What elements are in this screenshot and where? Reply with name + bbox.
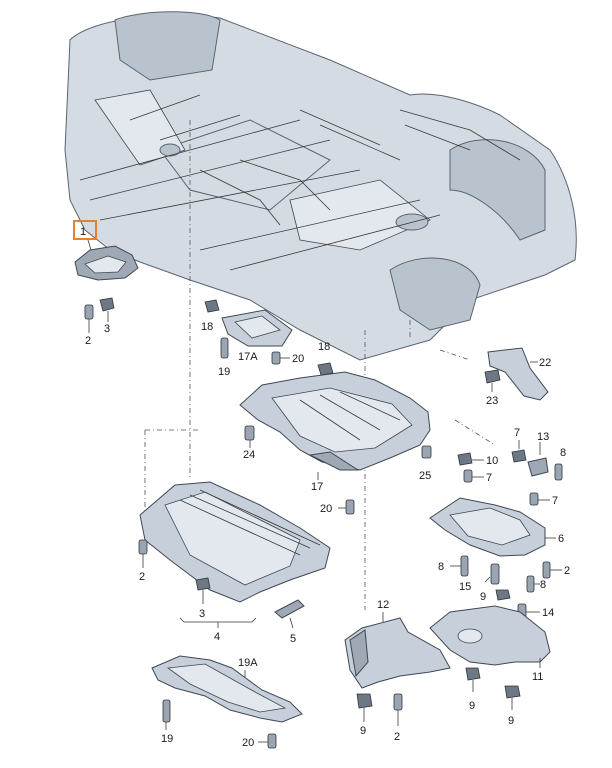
- part-22-group: 22 23: [484, 347, 551, 407]
- callout-1: 1: [80, 226, 86, 238]
- callout-9-left: 9: [360, 725, 366, 737]
- fastener-2-and-3-top: 2 3: [84, 297, 115, 347]
- screw-15: [490, 563, 500, 585]
- callout-10: 10: [486, 455, 498, 467]
- callout-22: 22: [539, 357, 551, 369]
- bracket-13: [527, 457, 549, 477]
- callout-7-top: 7: [514, 427, 520, 439]
- callout-17A: 17A: [238, 351, 258, 363]
- part-17-group: 17 24 25 20: [239, 371, 432, 515]
- clip-23: [484, 369, 501, 384]
- callout-19-bottom: 19: [161, 733, 173, 745]
- clip-3-top: [99, 297, 115, 312]
- part-17A-group: 18 17A 19 20: [201, 299, 304, 378]
- part-11-group: 11 9 9: [429, 605, 551, 727]
- nut-20-top: [271, 351, 281, 365]
- callout-7-right: 7: [552, 495, 558, 507]
- screw-8-left: [460, 555, 469, 577]
- callout-11: 11: [532, 671, 543, 683]
- callout-4: 4: [214, 631, 220, 643]
- callout-2-left: 2: [139, 571, 145, 583]
- clip-18-right-group: 18: [317, 341, 334, 376]
- callout-9-mid: 9: [480, 591, 486, 603]
- callout-3-lower: 3: [199, 608, 205, 620]
- nut-20-bottom: [267, 733, 277, 749]
- liner-12: [344, 617, 451, 689]
- nut-9-mid: [495, 589, 511, 601]
- callout-19-top: 19: [218, 366, 230, 378]
- callout-2-right: 2: [564, 565, 570, 577]
- callout-13: 13: [537, 431, 549, 443]
- part-4-group: 2 3 4 5: [138, 481, 331, 645]
- nut-20-mid: [345, 499, 355, 515]
- clip-7-top: [511, 449, 527, 463]
- callout-8-top: 8: [560, 447, 566, 459]
- callout-18-left: 18: [201, 321, 213, 333]
- callout-2-bottom: 2: [394, 731, 400, 743]
- callout-8-right: 8: [540, 579, 546, 591]
- callout-19A: 19A: [238, 657, 258, 669]
- screw-2-left: [138, 539, 148, 555]
- screw-2-bottom: [393, 693, 403, 711]
- screw-8-top: [554, 463, 563, 481]
- callout-5: 5: [290, 633, 296, 645]
- screw-2-right: [542, 561, 551, 579]
- callout-9-right: 9: [508, 715, 514, 727]
- part-12-group: 12 9 2: [344, 599, 451, 743]
- clip-3-lower: [195, 577, 211, 591]
- callout-18-right: 18: [318, 341, 330, 353]
- screw-19-bottom: [162, 699, 171, 723]
- callout-9-center: 9: [469, 700, 475, 712]
- callout-7-mid: 7: [486, 472, 492, 484]
- bracket-22: [487, 347, 549, 401]
- screw-19-top: [220, 337, 229, 359]
- strip-5: [274, 599, 305, 619]
- clip-10: [457, 452, 473, 466]
- clip-7-mid: [463, 469, 473, 483]
- callout-20-top: 20: [292, 353, 304, 365]
- clip-18-left: [204, 299, 220, 313]
- nut-25: [421, 445, 432, 459]
- part-6-group: 7 13 10 7 8 7 6: [429, 427, 566, 557]
- callout-25: 25: [419, 470, 431, 482]
- callout-24: 24: [243, 449, 255, 461]
- callout-20-mid: 20: [320, 503, 332, 515]
- screw-2-top: [84, 304, 94, 320]
- part-1-highlight-box: [73, 220, 97, 240]
- part-19A-group: 19A 19 20: [151, 655, 303, 749]
- callout-3-top: 3: [104, 323, 110, 335]
- vehicle-underbody: [64, 11, 577, 361]
- callout-14: 14: [542, 607, 554, 619]
- nut-9-center: [465, 667, 481, 681]
- part-1-group: 1: [73, 220, 139, 281]
- callout-17: 17: [311, 481, 323, 493]
- callout-8-left: 8: [438, 561, 444, 573]
- callout-20-bottom: 20: [242, 737, 254, 749]
- clip-18-right: [317, 362, 334, 376]
- callout-15: 15: [459, 581, 471, 593]
- callout-2-top: 2: [85, 335, 91, 347]
- clip-7-right: [529, 492, 539, 506]
- callout-12: 12: [377, 599, 389, 611]
- nut-9-left: [356, 693, 373, 709]
- screw-8-right: [526, 575, 535, 593]
- callout-23: 23: [486, 395, 498, 407]
- nut-9-right: [504, 685, 521, 699]
- liner-11: [429, 605, 551, 666]
- callout-6: 6: [558, 533, 564, 545]
- nut-24: [244, 425, 255, 441]
